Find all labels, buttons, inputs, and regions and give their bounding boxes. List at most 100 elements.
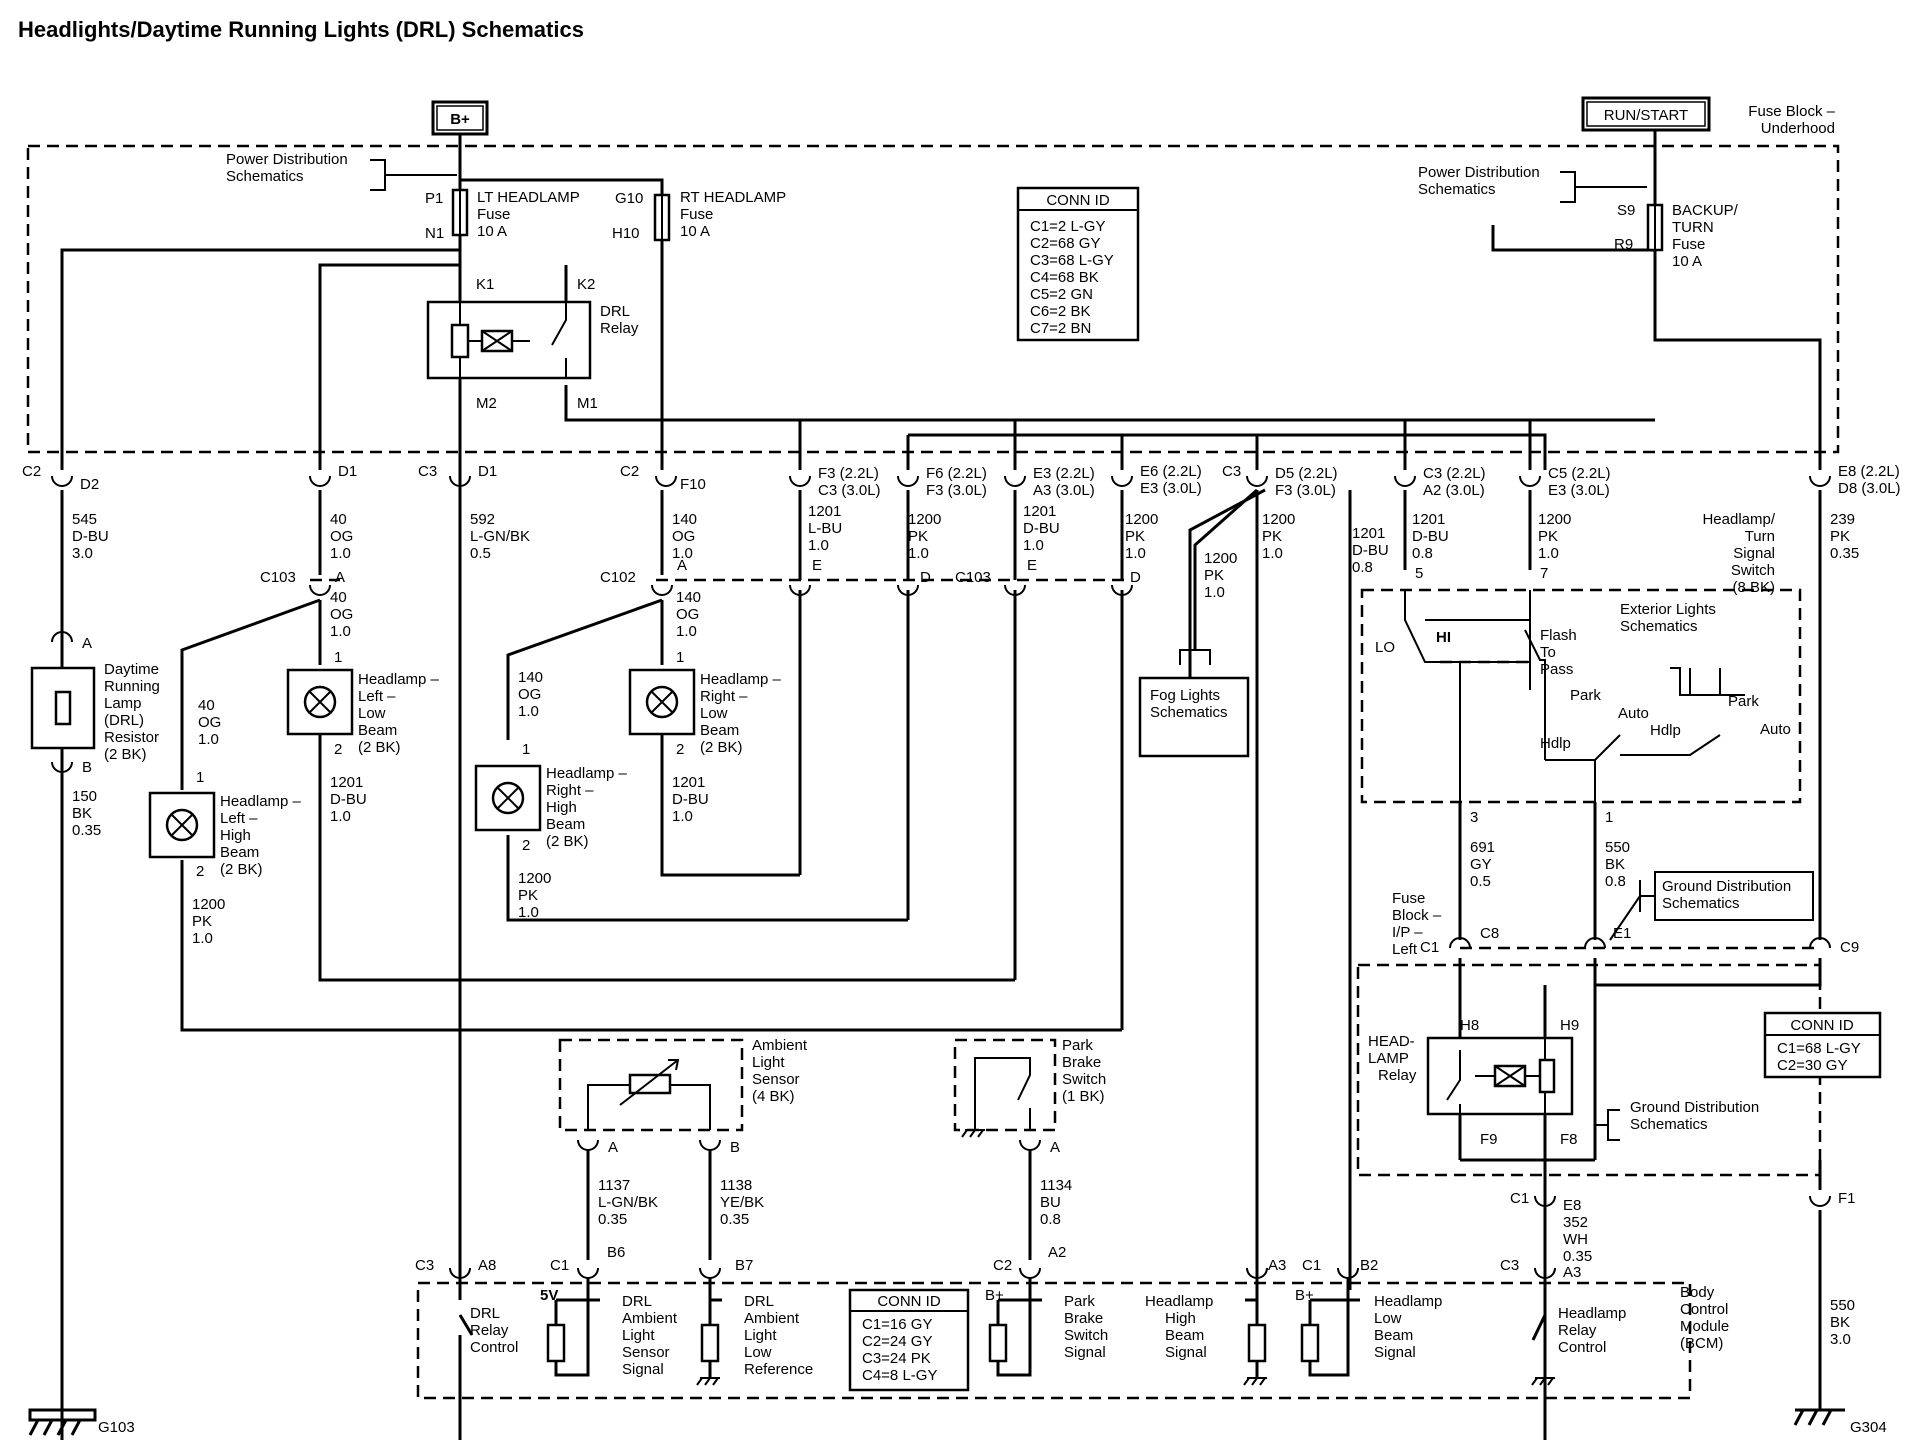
rt-low-label: Headlamp – <box>700 671 782 688</box>
wire-labels-upper: 545 D-BU 3.0 40 OG 1.0 592 L-GN/BK 0.5 1… <box>72 503 1859 576</box>
lt-fuse-label-2: Fuse <box>477 206 510 223</box>
power-dist-label-1: Power Distribution <box>226 151 348 168</box>
wire-size: 0.35 <box>72 822 101 839</box>
park-brake-label: Brake <box>1062 1054 1101 1071</box>
backup-fuse-label-1: BACKUP/ <box>1672 202 1739 219</box>
headlamp-relay-label: LAMP <box>1368 1050 1409 1067</box>
lt-fuse-pin-bot: N1 <box>425 225 444 242</box>
rt-fuse-pin-bot: H10 <box>612 225 640 242</box>
wire-size: 1.0 <box>1204 584 1225 601</box>
switch-pos-hdlp: Hdlp <box>1650 722 1681 739</box>
conn-id-ip-row: C1=68 L-GY <box>1777 1040 1861 1057</box>
wire-circuit: 140 <box>676 589 701 606</box>
wire-size: 1.0 <box>330 545 351 562</box>
drl-relay-pin-m2: M2 <box>476 395 497 412</box>
fog-lights-box: Fog Lights Schematics <box>1138 649 1250 758</box>
switch-pos-flash: Pass <box>1540 661 1573 678</box>
bcm-conn-pin: B6 <box>607 1244 625 1261</box>
backup-turn-fuse: S9 R9 BACKUP/ TURN Fuse 10 A <box>1614 202 1739 270</box>
bcm-bplus-label: B+ <box>985 1287 1004 1304</box>
bcm-signal: Park <box>1064 1293 1095 1310</box>
bcm-signal: Relay <box>470 1322 509 1339</box>
bcm-signal: Control <box>470 1339 518 1356</box>
switch-pos-auto: Auto <box>1618 705 1649 722</box>
fb-conn-pin: F10 <box>680 476 706 493</box>
drl-resistor: A B Daytime Running Lamp (DRL) Resistor … <box>30 631 160 776</box>
wire-circuit: 40 <box>330 511 347 528</box>
wire-circuit: 550 <box>1830 1297 1855 1314</box>
splice-pin: E <box>1027 557 1037 574</box>
headlamp-right-low: 1 2 Headlamp – Right – Low Beam (2 BK) <box>628 649 782 758</box>
rt-low-label: Beam <box>700 722 739 739</box>
relay-pin: H9 <box>1560 1017 1579 1034</box>
wire-size: 1.0 <box>330 623 351 640</box>
headlamp-relay: H8 H9 F9 F8 HEAD- LAMP Relay <box>1368 1017 1595 1440</box>
bcm-signal: Low <box>1374 1310 1402 1327</box>
fb-conn-pin: E6 (2.2L)E3 (3.0L) <box>1140 463 1202 497</box>
lamp-pin: 1 <box>676 649 684 666</box>
drl-resistor-label: Resistor <box>104 729 159 746</box>
switch-pos-flash: Flash <box>1540 627 1577 644</box>
wire-color: L-BU <box>808 520 842 537</box>
fb-conn-pin: C3 (2.2L)A2 (3.0L) <box>1423 465 1486 499</box>
wire-circuit: 1201 <box>672 774 705 791</box>
drl-relay: K1 K2 M2 M1 DRL Relay <box>426 276 639 412</box>
ground-label: G103 <box>98 1419 135 1436</box>
ground-dist-label: Schematics <box>1662 895 1740 912</box>
ip-conn: C8 <box>1480 925 1499 942</box>
ambient-label: Ambient <box>752 1037 808 1054</box>
backup-fuse-pin-bot: R9 <box>1614 236 1633 253</box>
bcm-conn-pin: A3 <box>1268 1257 1286 1274</box>
wire-circuit: 150 <box>72 788 97 805</box>
wire-color: OG <box>330 528 353 545</box>
connector-cups <box>51 475 1831 487</box>
bcm-bplus-label: B+ <box>1295 1287 1314 1304</box>
wire-size: 1.0 <box>1023 537 1044 554</box>
headlamp-left-low: 1 2 Headlamp – Left – Low Beam (2 BK) <box>286 649 440 758</box>
fb-conn-pin: D1 <box>338 463 357 480</box>
conn-id-bcm-row: C4=8 L-GY <box>862 1367 937 1384</box>
wire-size: 0.8 <box>1040 1211 1061 1228</box>
fuse-block-underhood-label-2: Underhood <box>1761 120 1835 137</box>
wire-color: OG <box>672 528 695 545</box>
bcm-signal: Ambient <box>744 1310 800 1327</box>
relay-pin: F8 <box>1560 1131 1578 1148</box>
bcm-conn-pin: A8 <box>478 1257 496 1274</box>
conn-id-ip-title: CONN ID <box>1790 1017 1854 1034</box>
bcm-signal: DRL <box>744 1293 774 1310</box>
switch-pos-park: Park <box>1728 693 1759 710</box>
rt-headlamp-fuse: G10 H10 RT HEADLAMP Fuse 10 A <box>612 180 786 242</box>
bcm-conn-pin: A3 <box>1563 1264 1581 1281</box>
splice-c: C103 <box>260 569 296 586</box>
ext-lights-label: Schematics <box>1620 618 1698 635</box>
drl-relay-pin-k2: K2 <box>577 276 595 293</box>
wire-size: 1.0 <box>1125 545 1146 562</box>
wire-circuit: 239 <box>1830 511 1855 528</box>
wire-size: 1.0 <box>518 904 539 921</box>
fb-conn-c: C3 <box>418 463 437 480</box>
fb-conn-pin: D1 <box>478 463 497 480</box>
switch-to-ip-wires <box>1458 802 1597 940</box>
bcm-signal: Light <box>622 1327 655 1344</box>
wire-color: BK <box>72 805 92 822</box>
switch-title: Signal <box>1733 545 1775 562</box>
wire-labels-switch: 691 GY 0.5 550 BK 0.8 <box>1470 839 1630 890</box>
bcm-signal: Signal <box>1064 1344 1106 1361</box>
wire-size: 3.0 <box>72 545 93 562</box>
switch-pos-hi: HI <box>1436 629 1451 646</box>
splice-pin: A <box>335 569 345 586</box>
bcm-conn-c: C3 <box>415 1257 434 1274</box>
splice-c: C103 <box>955 569 991 586</box>
conn-id-bcm-row: C1=16 GY <box>862 1316 932 1333</box>
ip-label: Block – <box>1392 907 1442 924</box>
ground-dist-label: Ground Distribution <box>1662 878 1791 895</box>
wire-circuit: 40 <box>198 697 215 714</box>
wire-size: 0.35 <box>598 1211 627 1228</box>
lt-low-label: (2 BK) <box>358 739 401 756</box>
lamp-pin: 2 <box>522 837 530 854</box>
fb-conn-c: C3 <box>1222 463 1241 480</box>
wire-size: 3.0 <box>1830 1331 1851 1348</box>
wire-color: WH <box>1563 1231 1588 1248</box>
headlamp-switch: Headlamp/ Turn Signal Switch (8 BK) Exte… <box>1360 511 1802 826</box>
drl-resistor-label: Lamp <box>104 695 142 712</box>
